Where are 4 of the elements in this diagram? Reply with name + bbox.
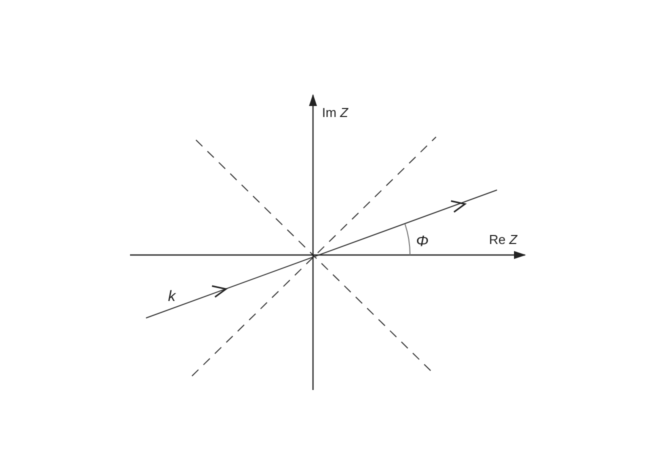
axis-label: Im Z [322,106,348,119]
axis-label: Re Z [489,233,518,246]
vector-label: k [168,289,176,304]
angle-label: Φ [416,234,429,249]
